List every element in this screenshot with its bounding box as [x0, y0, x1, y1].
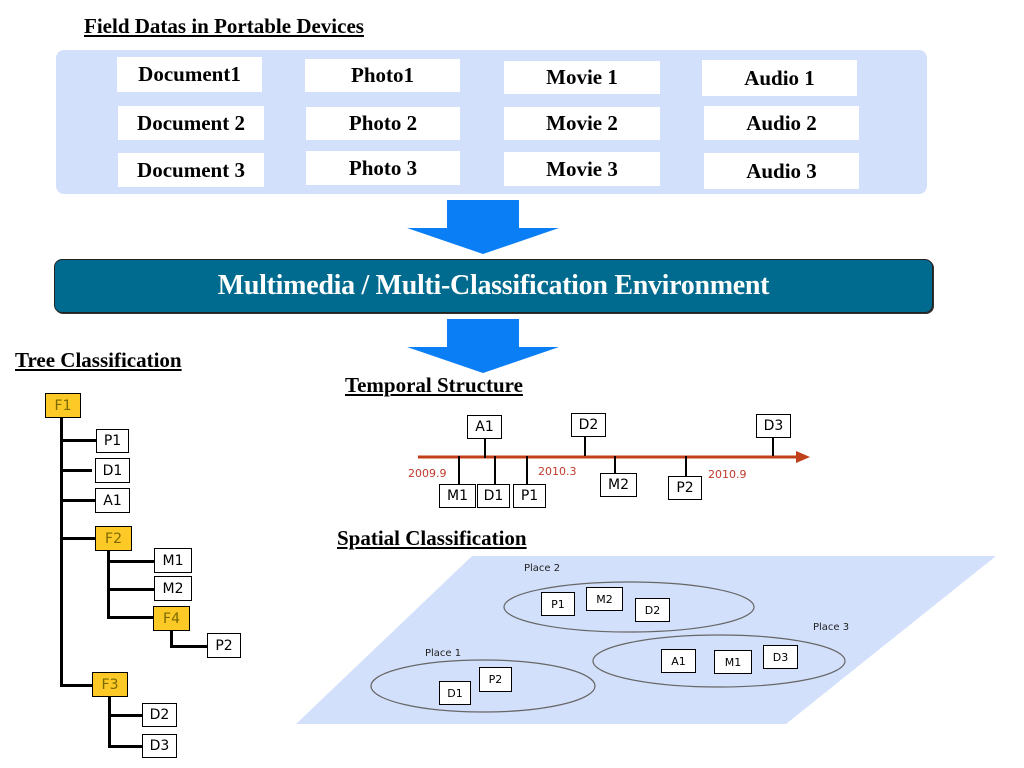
spatial-item[interactable]: D3	[763, 645, 798, 669]
tree-item-node[interactable]: M1	[154, 548, 192, 573]
movie-card[interactable]: Movie 1	[504, 61, 660, 94]
photo-card[interactable]: Photo 3	[306, 151, 460, 185]
movie-card[interactable]: Movie 2	[504, 107, 660, 140]
photo-card[interactable]: Photo1	[305, 59, 460, 92]
place-label: Place 3	[813, 622, 850, 633]
audio-card[interactable]: Audio 2	[704, 106, 859, 140]
timeline-tick	[526, 456, 528, 485]
place-label: Place 1	[425, 648, 462, 659]
timeline-event[interactable]: M2	[600, 473, 637, 497]
document-card[interactable]: Document1	[117, 57, 262, 92]
timeline-axis	[418, 451, 810, 463]
spatial-item[interactable]: D1	[439, 681, 471, 705]
audio-card[interactable]: Audio 1	[702, 60, 857, 96]
tree-connector	[60, 499, 96, 502]
tree-connector	[108, 695, 111, 747]
spatial-item[interactable]: M2	[586, 587, 623, 611]
tree-folder-node[interactable]: F2	[95, 526, 132, 551]
timeline-event[interactable]: D2	[571, 413, 606, 437]
spatial-item[interactable]: D2	[635, 598, 670, 622]
timeline-tick	[494, 456, 496, 485]
spatial-item[interactable]: M1	[714, 650, 752, 674]
tree-connector	[108, 714, 142, 717]
timeline-tick	[614, 456, 616, 474]
tree-connector	[107, 550, 110, 618]
tree-folder-node[interactable]: F1	[45, 393, 81, 418]
tree-item-node[interactable]: D3	[142, 734, 177, 758]
place-region-3	[592, 634, 846, 688]
timeline-date-label: 2010.3	[538, 465, 577, 478]
temporal-structure-title: Temporal Structure	[345, 373, 523, 397]
down-arrow-icon	[407, 200, 559, 254]
tree-connector	[108, 745, 142, 748]
place-region-1	[370, 659, 596, 713]
environment-banner: Multimedia / Multi-Classification Enviro…	[54, 259, 933, 313]
timeline-date-label: 2009.9	[408, 467, 447, 480]
timeline-tick	[772, 436, 774, 456]
tree-connector	[107, 616, 154, 619]
tree-connector	[60, 417, 63, 687]
timeline-tick	[584, 436, 586, 456]
audio-card[interactable]: Audio 3	[704, 153, 859, 189]
field-datas-panel: Document1 Document 2 Document 3 Photo1 P…	[56, 50, 927, 194]
tree-item-node[interactable]: P1	[96, 429, 129, 453]
tree-connector	[60, 684, 93, 687]
timeline-tick	[484, 438, 486, 458]
tree-connector	[107, 560, 154, 563]
tree-classification-title: Tree Classification	[15, 348, 182, 372]
photo-card[interactable]: Photo 2	[306, 107, 460, 140]
document-card[interactable]: Document 2	[118, 106, 264, 140]
place-label: Place 2	[524, 563, 561, 574]
place-region-2	[503, 581, 755, 633]
tree-item-node[interactable]: A1	[95, 488, 130, 513]
tree-folder-node[interactable]: F3	[92, 672, 128, 697]
timeline-event[interactable]: D1	[477, 484, 510, 508]
tree-connector	[60, 537, 96, 540]
tree-item-node[interactable]: D2	[142, 703, 177, 727]
tree-connector	[60, 469, 92, 472]
timeline-event[interactable]: A1	[467, 415, 502, 439]
spatial-item[interactable]: P2	[479, 667, 512, 692]
timeline-event[interactable]: P1	[513, 484, 546, 508]
movie-card[interactable]: Movie 3	[504, 152, 660, 186]
spatial-item[interactable]: P1	[541, 592, 575, 616]
tree-connector	[107, 588, 154, 591]
timeline-event[interactable]: P2	[668, 476, 702, 500]
timeline-event[interactable]: D3	[756, 414, 791, 438]
spatial-item[interactable]: A1	[661, 649, 696, 673]
tree-item-node[interactable]: D1	[95, 458, 130, 483]
tree-item-node[interactable]: M2	[154, 576, 192, 601]
tree-connector	[60, 439, 96, 442]
timeline-event[interactable]: M1	[439, 484, 476, 508]
tree-connector	[170, 630, 173, 647]
tree-folder-node[interactable]: F4	[153, 606, 190, 631]
down-arrow-icon	[407, 319, 559, 373]
spatial-classification-title: Spatial Classification	[337, 526, 527, 550]
document-card[interactable]: Document 3	[118, 153, 264, 187]
timeline-tick	[458, 456, 460, 485]
field-datas-title: Field Datas in Portable Devices	[84, 14, 364, 38]
timeline-date-label: 2010.9	[708, 468, 747, 481]
tree-item-node[interactable]: P2	[207, 633, 241, 658]
timeline-tick	[685, 456, 687, 476]
tree-connector	[170, 645, 207, 648]
